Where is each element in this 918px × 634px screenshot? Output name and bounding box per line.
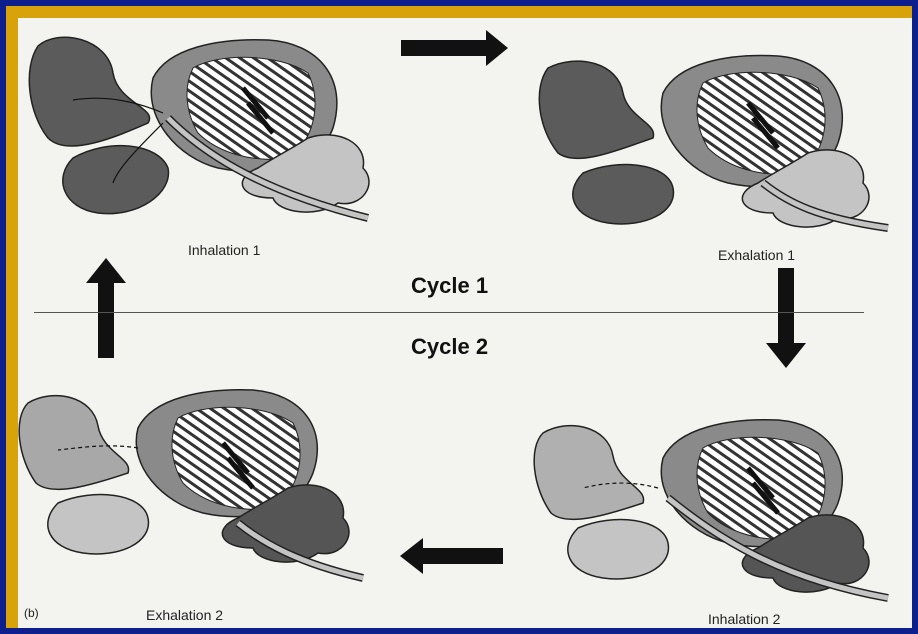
anterior-air-sac bbox=[539, 61, 653, 158]
panel-letter: (b) bbox=[24, 606, 39, 620]
cycle-divider bbox=[34, 312, 864, 313]
anterior-air-sac-lower bbox=[63, 146, 169, 214]
label-inhalation-1: Inhalation 1 bbox=[188, 242, 260, 258]
anterior-air-sac-lower bbox=[48, 495, 149, 554]
anterior-air-sac bbox=[29, 37, 149, 146]
arrow-right-icon bbox=[401, 30, 508, 66]
lung-diagram-inhalation-1 bbox=[29, 37, 369, 218]
anterior-air-sac-lower bbox=[568, 520, 669, 579]
lung-diagram-exhalation-2 bbox=[19, 390, 363, 578]
gold-border: Inhalation 1 Exhalation 1 Cycle 1 Cycle … bbox=[6, 6, 912, 628]
arrow-up-icon bbox=[86, 258, 126, 358]
label-exhalation-1: Exhalation 1 bbox=[718, 247, 795, 263]
lung-diagram-exhalation-1 bbox=[539, 55, 888, 228]
label-inhalation-2: Inhalation 2 bbox=[708, 611, 780, 627]
anterior-air-sac bbox=[19, 396, 128, 490]
label-exhalation-2: Exhalation 2 bbox=[146, 607, 223, 623]
anterior-air-sac bbox=[534, 426, 643, 520]
label-cycle-1: Cycle 1 bbox=[411, 273, 488, 299]
arrow-down-icon bbox=[766, 268, 806, 368]
arrow-left-icon bbox=[400, 538, 503, 574]
anterior-air-sac-lower bbox=[573, 165, 674, 224]
label-cycle-2: Cycle 2 bbox=[411, 334, 488, 360]
lung-diagram-inhalation-2 bbox=[534, 420, 888, 598]
respiration-diagram bbox=[18, 18, 912, 628]
figure-panel: Inhalation 1 Exhalation 1 Cycle 1 Cycle … bbox=[18, 18, 912, 628]
